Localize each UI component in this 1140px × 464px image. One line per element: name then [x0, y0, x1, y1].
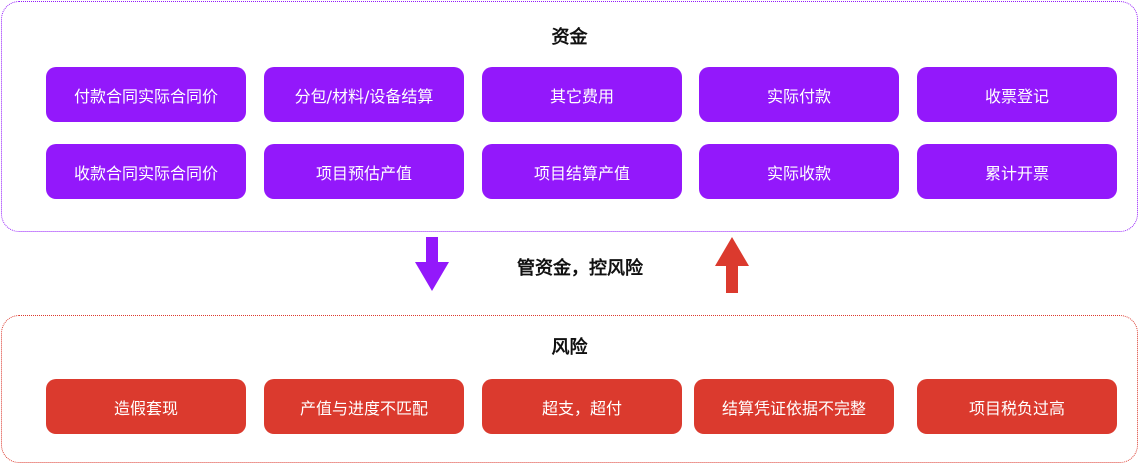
funds-item-other-expenses[interactable]: 其它费用	[482, 67, 682, 122]
arrow-up-icon	[715, 237, 749, 293]
funds-title: 资金	[551, 27, 588, 48]
funds-item-subcontract-settlement[interactable]: 分包/材料/设备结算	[264, 67, 464, 122]
risk-item-overspend-overpay[interactable]: 超支，超付	[482, 379, 682, 434]
funds-item-payment-contract-price[interactable]: 付款合同实际合同价	[46, 67, 246, 122]
risk-item-high-tax-burden[interactable]: 项目税负过高	[917, 379, 1117, 434]
arrow-down-icon	[415, 237, 449, 291]
funds-item-actual-payment[interactable]: 实际付款	[699, 67, 899, 122]
funds-item-cumulative-invoicing[interactable]: 累计开票	[917, 144, 1117, 199]
flow-label: 管资金，控风险	[517, 258, 643, 279]
funds-item-estimated-output[interactable]: 项目预估产值	[264, 144, 464, 199]
risk-item-fraud-cash-out[interactable]: 造假套现	[46, 379, 246, 434]
funds-item-invoice-receipt[interactable]: 收票登记	[917, 67, 1117, 122]
risk-item-incomplete-settlement-docs[interactable]: 结算凭证依据不完整	[694, 379, 894, 434]
risk-item-output-progress-mismatch[interactable]: 产值与进度不匹配	[264, 379, 464, 434]
funds-item-settled-output[interactable]: 项目结算产值	[482, 144, 682, 199]
funds-item-receipt-contract-price[interactable]: 收款合同实际合同价	[46, 144, 246, 199]
risk-title: 风险	[551, 337, 588, 358]
funds-item-actual-receipt[interactable]: 实际收款	[699, 144, 899, 199]
